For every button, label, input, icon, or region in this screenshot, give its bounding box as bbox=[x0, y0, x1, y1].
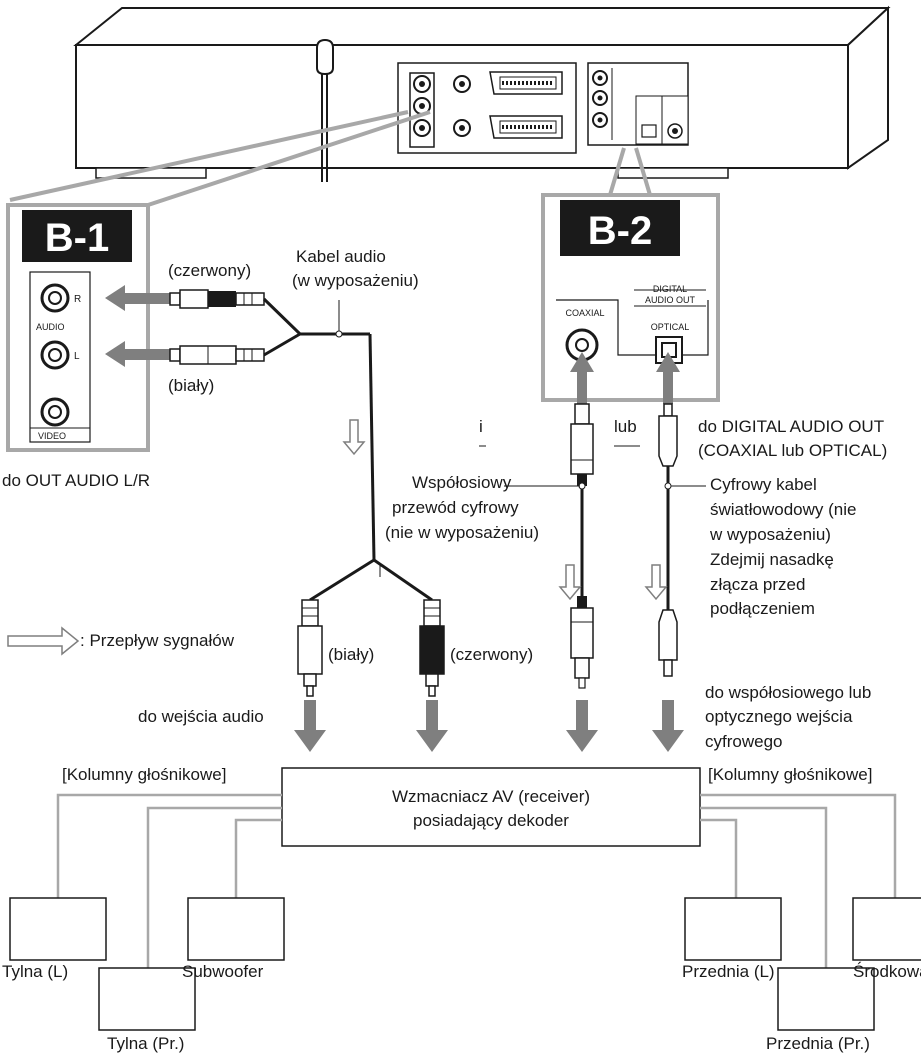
coaxial-label: COAXIAL bbox=[565, 308, 604, 318]
label-subwoofer: Subwoofer bbox=[182, 962, 264, 981]
white-bottom-label: (biały) bbox=[328, 645, 374, 664]
optical-label: OPTICAL bbox=[651, 322, 690, 332]
to-audio-input-label: do wejścia audio bbox=[138, 707, 264, 726]
signal-flow-label: : Przepływ sygnałów bbox=[80, 631, 235, 650]
b2-panel: B-2 DIGITAL AUDIO OUT COAXIAL OPTICAL bbox=[541, 193, 720, 402]
to-digital-input-line3: cyfrowego bbox=[705, 732, 782, 751]
cable-audio-line1: Kabel audio bbox=[296, 247, 386, 266]
amp-line2: posiadający dekoder bbox=[413, 811, 569, 830]
optical-line2: światłowodowy (nie bbox=[710, 500, 856, 519]
speaker-rear-left bbox=[9, 897, 107, 961]
b1-badge-label: B-1 bbox=[45, 216, 109, 260]
label-rear-right: Tylna (Pr.) bbox=[107, 1034, 184, 1053]
lub-label: lub bbox=[614, 417, 637, 436]
dvd-player bbox=[73, 5, 891, 182]
cable-audio-line2: (w wyposażeniu) bbox=[292, 271, 419, 290]
optical-line5: złącza przed bbox=[710, 575, 805, 594]
jack-audio-label: AUDIO bbox=[36, 322, 65, 332]
b1-input-arrows bbox=[105, 285, 170, 367]
optical-line1: Cyfrowy kabel bbox=[710, 475, 817, 494]
jack-r-label: R bbox=[74, 294, 81, 305]
digital-line1: DIGITAL bbox=[653, 284, 687, 294]
to-digital-line2: (COAXIAL lub OPTICAL) bbox=[698, 441, 887, 460]
amp-input-arrows bbox=[294, 700, 684, 752]
jack-l-label: L bbox=[74, 351, 80, 362]
jack-video-label: VIDEO bbox=[38, 431, 66, 441]
speaker-center bbox=[852, 897, 921, 961]
coax-line2: przewód cyfrowy bbox=[392, 498, 519, 517]
speakers-right-heading: [Kolumny głośnikowe] bbox=[708, 765, 872, 784]
signal-flow-arrows bbox=[7, 419, 668, 656]
speakers: Tylna (L) Subwoofer Tylna (Pr.) Przednia… bbox=[2, 897, 921, 1053]
optical-cable bbox=[656, 352, 706, 677]
av-amplifier: Wzmacniacz AV (receiver) posiadający dek… bbox=[281, 767, 701, 847]
red-top-label: (czerwony) bbox=[168, 261, 251, 280]
optical-line6: podłączeniem bbox=[710, 599, 815, 618]
optical-line3: w wyposażeniu) bbox=[709, 525, 831, 544]
amp-line1: Wzmacniacz AV (receiver) bbox=[392, 787, 590, 806]
callout-lines bbox=[9, 110, 652, 207]
diagram-labels: Kabel audio (w wyposażeniu) (czerwony) (… bbox=[2, 247, 887, 784]
white-top-label: (biały) bbox=[168, 376, 214, 395]
coax-line1: Współosiowy bbox=[412, 473, 512, 492]
b1-panel: B-1 R AUDIO L VIDEO bbox=[6, 203, 150, 452]
label-center: Środkowa bbox=[853, 962, 921, 981]
to-digital-line1: do DIGITAL AUDIO OUT bbox=[698, 417, 884, 436]
b2-badge-label: B-2 bbox=[588, 209, 652, 253]
speaker-front-right bbox=[777, 967, 875, 1031]
b2-badge bbox=[560, 200, 680, 256]
coaxial-cable bbox=[504, 352, 594, 689]
speaker-front-left bbox=[684, 897, 782, 961]
to-digital-input-line1: do współosiowego lub bbox=[705, 683, 871, 702]
to-digital-input-line2: optycznego wejścia bbox=[705, 707, 853, 726]
speaker-subwoofer bbox=[187, 897, 285, 961]
speaker-rear-right bbox=[98, 967, 196, 1031]
optical-line4: Zdejmij nasadkę bbox=[710, 550, 834, 569]
coax-line3: (nie w wyposażeniu) bbox=[385, 523, 539, 542]
i-label: i bbox=[479, 417, 483, 436]
b1-badge bbox=[22, 210, 132, 262]
speakers-left-heading: [Kolumny głośnikowe] bbox=[62, 765, 226, 784]
audio-cable bbox=[169, 289, 445, 697]
digital-line2: AUDIO OUT bbox=[645, 295, 696, 305]
speaker-wires bbox=[56, 793, 897, 1030]
to-out-audio-label: do OUT AUDIO L/R bbox=[2, 471, 150, 490]
label-front-left: Przednia (L) bbox=[682, 962, 775, 981]
red-bottom-label: (czerwony) bbox=[450, 645, 533, 664]
label-rear-left: Tylna (L) bbox=[2, 962, 68, 981]
label-front-right: Przednia (Pr.) bbox=[766, 1034, 870, 1053]
